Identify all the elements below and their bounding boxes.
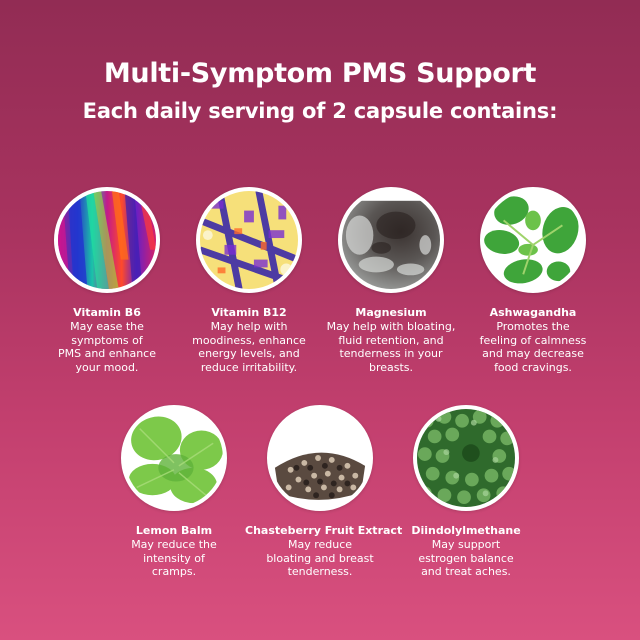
chasteberry-caption: Chasteberry Fruit Extract May reduce blo…	[245, 524, 403, 579]
ingredient-description: May ease the symptoms of PMS and enhance…	[57, 320, 157, 375]
ashwagandha-caption: Ashwagandha Promotes the feeling of calm…	[458, 306, 608, 375]
ingredient-description: May help with moodiness, enhance energy …	[192, 320, 306, 375]
page-title: Multi-Symptom PMS Support	[103, 58, 537, 89]
ingredient-name: Lemon Balm	[135, 524, 213, 537]
vitamin-b6-caption: Vitamin B6 May ease the symptoms of PMS …	[32, 306, 182, 375]
vitamin-b12-caption: Vitamin B12 May help with moodiness, enh…	[174, 306, 324, 375]
lemon-balm-image	[121, 405, 227, 511]
ingredient-name: Magnesium	[355, 306, 427, 319]
diindolylmethane-caption: Diindolylmethane May support estrogen ba…	[391, 524, 541, 579]
ingredient-description: Promotes the feeling of calmness and may…	[479, 320, 587, 375]
ingredient-name: Vitamin B6	[73, 306, 141, 319]
ingredient-description: May reduce the intensity of cramps.	[131, 538, 217, 579]
page-subtitle: Each daily serving of 2 capsule contains…	[82, 99, 558, 123]
ingredient-name: Chasteberry Fruit Extract	[245, 524, 403, 537]
ingredient-name: Ashwagandha	[489, 306, 577, 319]
diindolylmethane-image	[413, 405, 519, 511]
vitamin-b6-image	[54, 187, 160, 293]
ashwagandha-image	[480, 187, 586, 293]
ingredient-description: May reduce bloating and breast tendernes…	[266, 538, 374, 579]
ingredient-description: May support estrogen balance and treat a…	[418, 538, 514, 579]
lemon-balm-caption: Lemon Balm May reduce the intensity of c…	[99, 524, 249, 579]
vitamin-b12-image	[196, 187, 302, 293]
chasteberry-image	[267, 405, 373, 511]
magnesium-image	[338, 187, 444, 293]
ingredient-description: May help with bloating, fluid retention,…	[326, 320, 456, 375]
ingredient-name: Vitamin B12	[211, 306, 287, 319]
ingredient-name: Diindolylmethane	[411, 524, 521, 537]
magnesium-caption: Magnesium May help with bloating, fluid …	[316, 306, 466, 375]
